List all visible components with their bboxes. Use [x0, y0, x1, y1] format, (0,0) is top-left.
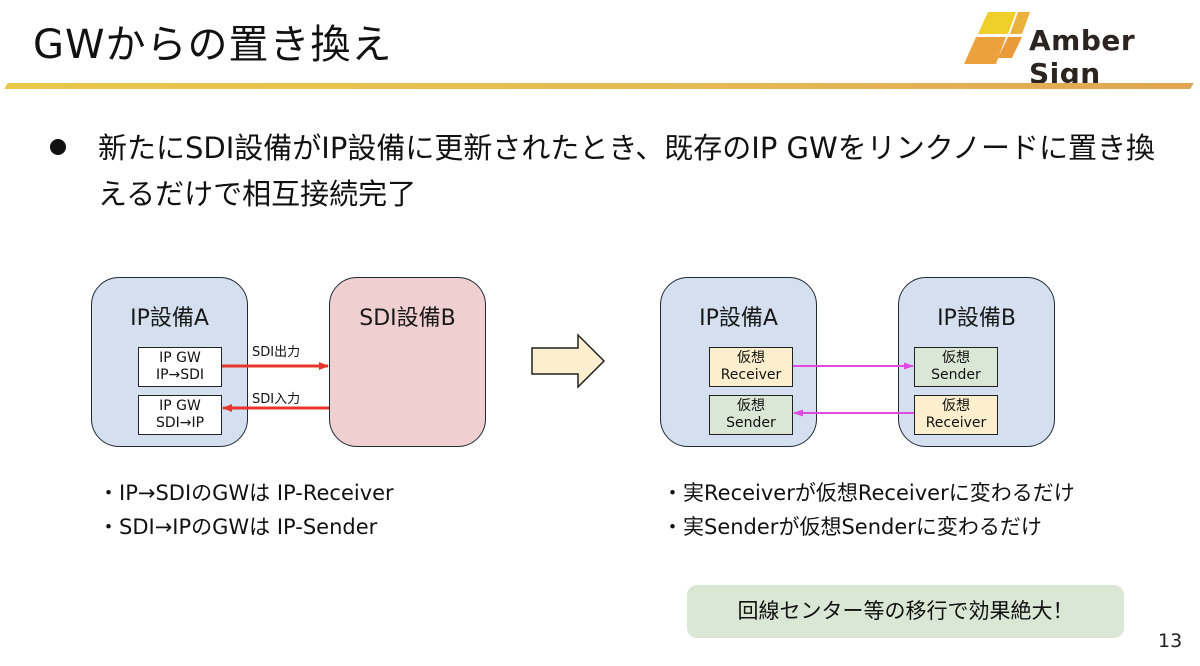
after-notes: ・実Receiverが仮想Receiverに変わるだけ ・実Senderが仮想S…: [662, 476, 1075, 544]
brand-logo: Amber Sign: [958, 10, 1188, 90]
gateway-line1: IP GW: [159, 350, 201, 366]
node-line1: 仮想: [942, 398, 970, 414]
node-line2: Sender: [931, 367, 981, 383]
note-item: ・実Senderが仮想Senderに変わるだけ: [662, 515, 1042, 539]
node-line1: 仮想: [942, 350, 970, 366]
gateway-ip-to-sdi: IP GW IP→SDI: [138, 347, 222, 387]
device-label: IP設備A: [699, 306, 778, 331]
device-label: SDI設備B: [359, 306, 456, 331]
effect-callout: 回線センター等の移行で効果絶大！: [687, 585, 1124, 638]
node-line1: 仮想: [737, 350, 765, 366]
node-line2: Receiver: [720, 367, 782, 383]
before-notes: ・IP→SDIのGWは IP-Receiver ・SDI→IPのGWは IP-S…: [98, 476, 394, 544]
note-item: ・IP→SDIのGWは IP-Receiver: [98, 481, 394, 505]
device-label: IP設備B: [937, 306, 1016, 331]
virtual-receiver-b: 仮想 Receiver: [914, 395, 998, 435]
virtual-receiver-a: 仮想 Receiver: [709, 347, 793, 387]
virtual-sender-b: 仮想 Sender: [914, 347, 998, 387]
note-item: ・実Receiverが仮想Receiverに変わるだけ: [662, 481, 1075, 505]
node-line2: Sender: [726, 415, 776, 431]
gateway-line2: IP→SDI: [155, 367, 205, 383]
bullet-icon: [50, 139, 66, 155]
device-label: IP設備A: [130, 306, 209, 331]
main-bullet-text: 新たにSDI設備がIP設備に更新されたとき、既存のIP GWをリンクノードに置き…: [98, 131, 1155, 211]
virtual-sender-a: 仮想 Sender: [709, 395, 793, 435]
link-label-sdi-in: SDI入力: [252, 392, 301, 407]
node-line1: 仮想: [737, 398, 765, 414]
gateway-line2: SDI→IP: [155, 415, 205, 431]
page-number: 13: [1158, 630, 1183, 652]
amber-sign-logo-icon: [964, 12, 1030, 64]
gateway-line1: IP GW: [159, 398, 201, 414]
link-label-sdi-out: SDI出力: [252, 345, 301, 360]
slide-title: GWからの置き換え: [33, 22, 393, 68]
before-device-b: SDI設備B: [329, 277, 486, 447]
note-item: ・SDI→IPのGWは IP-Sender: [98, 515, 378, 539]
node-line2: Receiver: [925, 415, 987, 431]
gateway-sdi-to-ip: IP GW SDI→IP: [138, 395, 222, 435]
right-arrow-icon: [531, 333, 606, 389]
